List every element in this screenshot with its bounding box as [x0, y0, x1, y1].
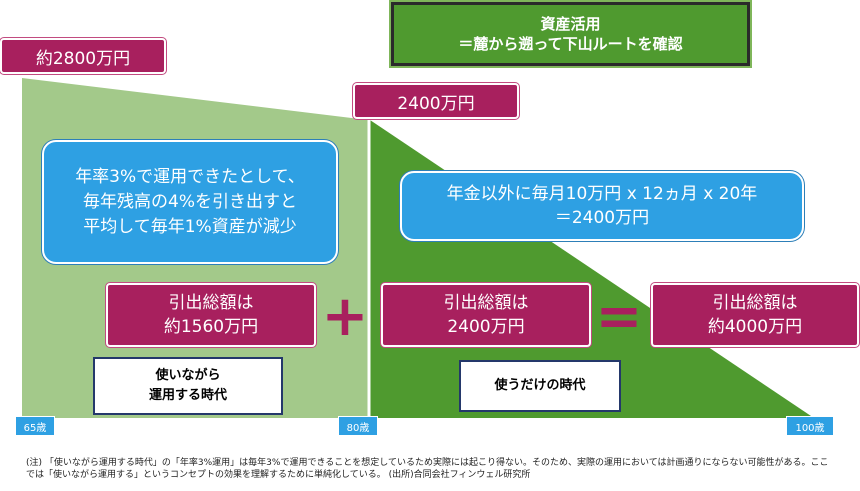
- plus-operator: +: [321, 283, 369, 349]
- equals-operator: =: [595, 283, 643, 349]
- left-explanation-box: 年率3%で運用できたとして、 毎年残高の4%を引き出すと 平均して毎年1%資産が…: [42, 140, 338, 264]
- age-100-label: 100歳: [786, 416, 834, 436]
- right-period-label: 使うだけの時代: [459, 360, 621, 412]
- footnote: (注) 「使いながら運用する時代」の「年率3%運用」は毎年3%で運用できることを…: [26, 458, 829, 480]
- start-amount-label: 約2800万円: [0, 38, 166, 74]
- age-65-label: 65歳: [15, 416, 55, 436]
- title-box: 資産活用 ＝麓から遡って下山ルートを確認: [389, 0, 752, 68]
- right-explanation-box: 年金以外に毎月10万円 x 12ヵ月 x 20年 ＝2400万円: [400, 171, 804, 241]
- mid-amount-label: 2400万円: [353, 83, 519, 119]
- right-withdrawal-box: 引出総額は 2400万円: [381, 283, 591, 347]
- left-period-label: 使いながら 運用する時代: [93, 357, 283, 415]
- age-80-label: 80歳: [338, 416, 378, 436]
- left-withdrawal-box: 引出総額は 約1560万円: [106, 283, 316, 347]
- total-withdrawal-box: 引出総額は 約4000万円: [651, 283, 859, 347]
